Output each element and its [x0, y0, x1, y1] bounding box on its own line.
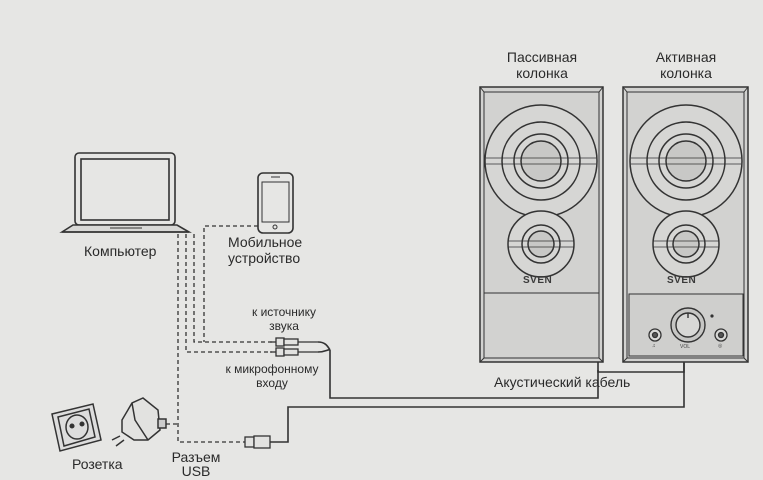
- aux-jack-mark: ◎: [718, 343, 723, 349]
- passive-speaker: [479, 86, 604, 363]
- power-indicator: [710, 314, 714, 318]
- usb-power-line: [166, 234, 245, 443]
- active-speaker-label: Активная колонка: [655, 49, 717, 81]
- volume-knob: [670, 307, 706, 343]
- headphone-jack: [648, 328, 662, 342]
- passive-brand-logo: SVEN: [523, 275, 553, 286]
- mic-input-label: к микрофонному входу: [225, 362, 319, 390]
- audio-line-mobile: [203, 225, 258, 342]
- audio-source-label: к источнику звука: [251, 305, 317, 333]
- volume-mark: VOL: [680, 344, 691, 350]
- passive-speaker-label: Пассивная колонка: [506, 49, 578, 81]
- speaker-cable-label: Акустический кабель: [494, 374, 631, 390]
- speaker-cable: [597, 362, 685, 373]
- audio-cable: [317, 341, 599, 399]
- computer-label: Компьютер: [84, 243, 157, 259]
- smartphone-icon: [257, 172, 294, 234]
- laptop-icon: [59, 152, 192, 233]
- audio-line-computer: [185, 234, 272, 353]
- audio-plug-source: [270, 337, 318, 347]
- active-brand-logo: SVEN: [667, 275, 697, 286]
- power-adapter-icon: [111, 397, 167, 447]
- usb-connector-label: Разъем USB: [171, 449, 221, 479]
- usb-plug: [244, 363, 685, 449]
- mobile-device-label: Мобильное устройство: [228, 234, 303, 266]
- headphone-jack-mark: ♫: [652, 343, 656, 349]
- aux-jack: [714, 328, 728, 342]
- audio-plug-mic: [270, 347, 318, 357]
- socket-label: Розетка: [72, 456, 123, 472]
- wall-socket-icon: [51, 403, 102, 452]
